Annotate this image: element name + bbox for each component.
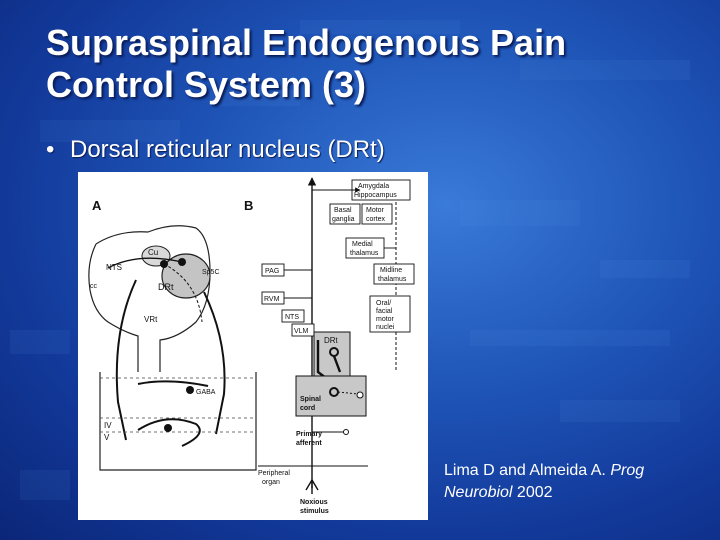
box-oral-facial-motor	[369, 295, 411, 333]
slide-title: Supraspinal Endogenous Pain Control Syst…	[46, 22, 696, 106]
label-motor: Motor	[366, 207, 385, 214]
citation-authors: Lima D and Almeida A.	[444, 462, 611, 479]
label-gaba: GABA	[196, 389, 216, 396]
label-cu: Cu	[148, 248, 158, 257]
dorsal-horn-fiber	[137, 380, 209, 387]
box-motor-cortex	[361, 203, 393, 225]
label-cord: cord	[300, 405, 315, 412]
label-thalamus-midline: thalamus	[378, 276, 407, 283]
title-line-2: Control System (3)	[46, 64, 367, 105]
label-lamina-iv: IV	[104, 421, 112, 430]
label-stimulus: stimulus	[300, 508, 329, 515]
label-amygdala: Amygdala	[358, 183, 389, 190]
label-drt-b: DRt	[324, 336, 339, 345]
drt-projection	[163, 263, 203, 323]
panel-b-label: B	[244, 198, 253, 213]
label-sp5c: Sp5C	[202, 269, 220, 276]
label-organ: organ	[262, 479, 280, 486]
label-basal: Basal	[334, 207, 352, 214]
panel-a: A Cu NTS Sp5C cc DRt VRt	[88, 198, 257, 471]
label-oral: Oral/	[376, 300, 391, 307]
label-midline: Midline	[380, 267, 402, 274]
citation: Lima D and Almeida A. Prog Neurobiol 200…	[444, 460, 694, 504]
label-thalamus-medial: thalamus	[350, 250, 379, 257]
figure-diagram: A Cu NTS Sp5C cc DRt VRt	[88, 177, 415, 515]
deep-dorsal-neuron	[137, 418, 201, 447]
spinal-terminal	[356, 391, 364, 399]
box-vlm	[291, 323, 315, 337]
label-primary: Primary	[296, 431, 322, 438]
neuron-body	[164, 424, 172, 432]
medulla-outline	[95, 225, 211, 372]
spinal-section	[99, 372, 257, 471]
drt-region	[161, 253, 211, 299]
box-midline-thalamus	[373, 263, 415, 285]
bullet-symbol: •	[46, 136, 55, 163]
citation-journal: Prog Neurobiol	[444, 462, 645, 501]
box-basal-ganglia	[329, 203, 361, 225]
label-cc: cc	[90, 283, 98, 290]
label-afferent: afferent	[296, 440, 322, 447]
label-rvm: RVM	[264, 296, 280, 303]
citation-year: 2002	[512, 484, 553, 501]
nts-projection	[107, 257, 183, 269]
descending-pathway	[115, 279, 137, 441]
label-pag: PAG	[265, 268, 279, 275]
bullet-item: • Dorsal reticular nucleus (DRt)	[46, 136, 385, 164]
spinal-connector	[337, 391, 359, 395]
medulla-outline-left	[88, 243, 139, 372]
label-lamina-v: V	[104, 433, 110, 442]
panel-b: B Amygdala Hippocampus Basal ganglia Mot…	[244, 177, 415, 515]
label-noxious: Noxious	[300, 499, 328, 506]
panel-a-label: A	[92, 198, 102, 213]
interneuron	[186, 386, 194, 394]
label-ganglia: ganglia	[332, 216, 355, 223]
label-nuclei: nuclei	[376, 324, 395, 331]
label-spinal: Spinal	[300, 396, 321, 403]
box-nts	[281, 309, 305, 323]
label-vlm: VLM	[294, 328, 309, 335]
afferent-terminal	[343, 429, 349, 435]
figure-image: A Cu NTS Sp5C cc DRt VRt	[78, 172, 428, 520]
label-peripheral: Peripheral	[258, 470, 290, 477]
label-nts-b: NTS	[285, 314, 299, 321]
bullet-text: Dorsal reticular nucleus (DRt)	[70, 136, 385, 163]
label-nts: NTS	[106, 263, 122, 272]
label-motor-nuclei: motor	[376, 316, 395, 323]
label-medial: Medial	[352, 241, 373, 248]
label-cortex: cortex	[366, 216, 386, 223]
label-hippocampus: Hippocampus	[354, 192, 397, 199]
ascending-pathway	[203, 291, 226, 435]
label-vrt: VRt	[144, 315, 158, 324]
label-facial: facial	[376, 308, 393, 315]
label-drt-a: DRt	[158, 282, 174, 292]
title-line-1: Supraspinal Endogenous Pain	[46, 22, 567, 63]
